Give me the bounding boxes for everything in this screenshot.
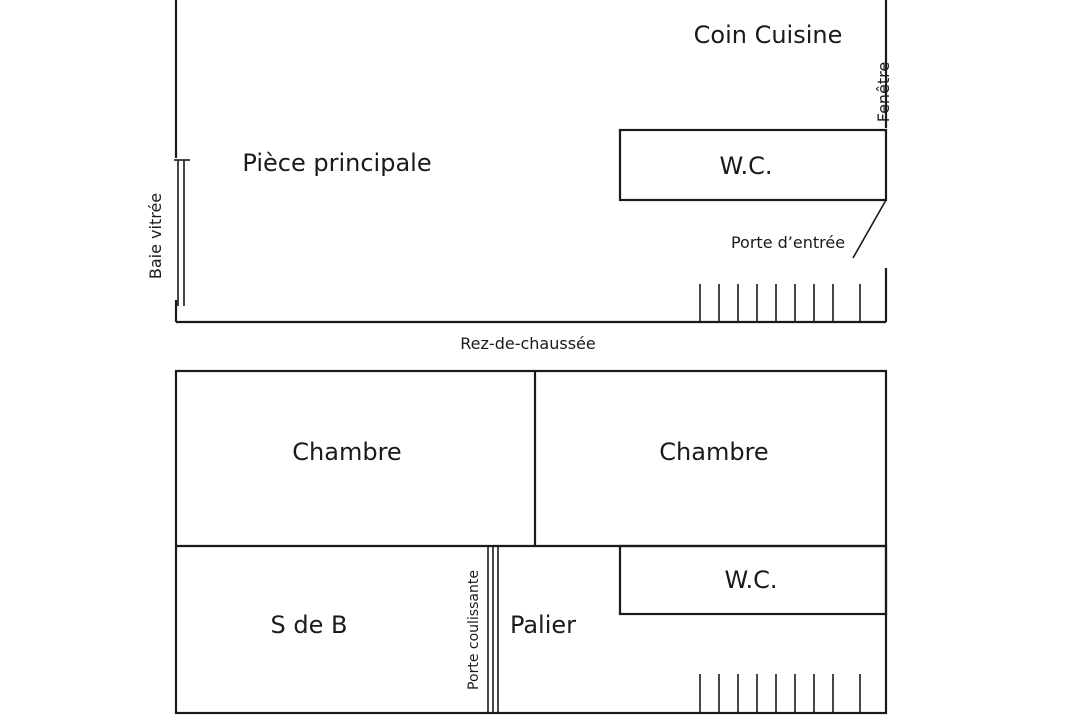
sliding-door-label: Porte coulissante (466, 570, 482, 690)
upper-outline (174, 369, 888, 715)
wc-box (618, 128, 888, 202)
stairs-upper (699, 674, 861, 713)
entrance-door-label: Porte d’entrée (731, 233, 845, 252)
glass-door-label: Baie vitrée (146, 193, 165, 279)
landing-label: Palier (510, 611, 576, 639)
upper-floor: Chambre Chambre S de B Palier W.C. Porte… (174, 369, 888, 715)
kitchen-label: Coin Cuisine (694, 21, 843, 49)
wc-label: W.C. (720, 152, 773, 180)
upper-wc-box (618, 544, 888, 616)
upper-wc-label: W.C. (725, 566, 778, 594)
bedroom-right-label: Chambre (659, 438, 768, 466)
window-label: Fenêtre (874, 62, 893, 123)
bedroom-left-label: Chambre (292, 438, 401, 466)
floor-caption: Rez-de-chaussée (460, 334, 595, 353)
entrance-door-swing (852, 199, 887, 259)
main-room-label: Pièce principale (242, 149, 431, 177)
bathroom-label: S de B (271, 611, 348, 639)
stairs-ground (699, 284, 861, 322)
ground-floor: Coin Cuisine Pièce principale W.C. Porte… (146, 0, 893, 353)
